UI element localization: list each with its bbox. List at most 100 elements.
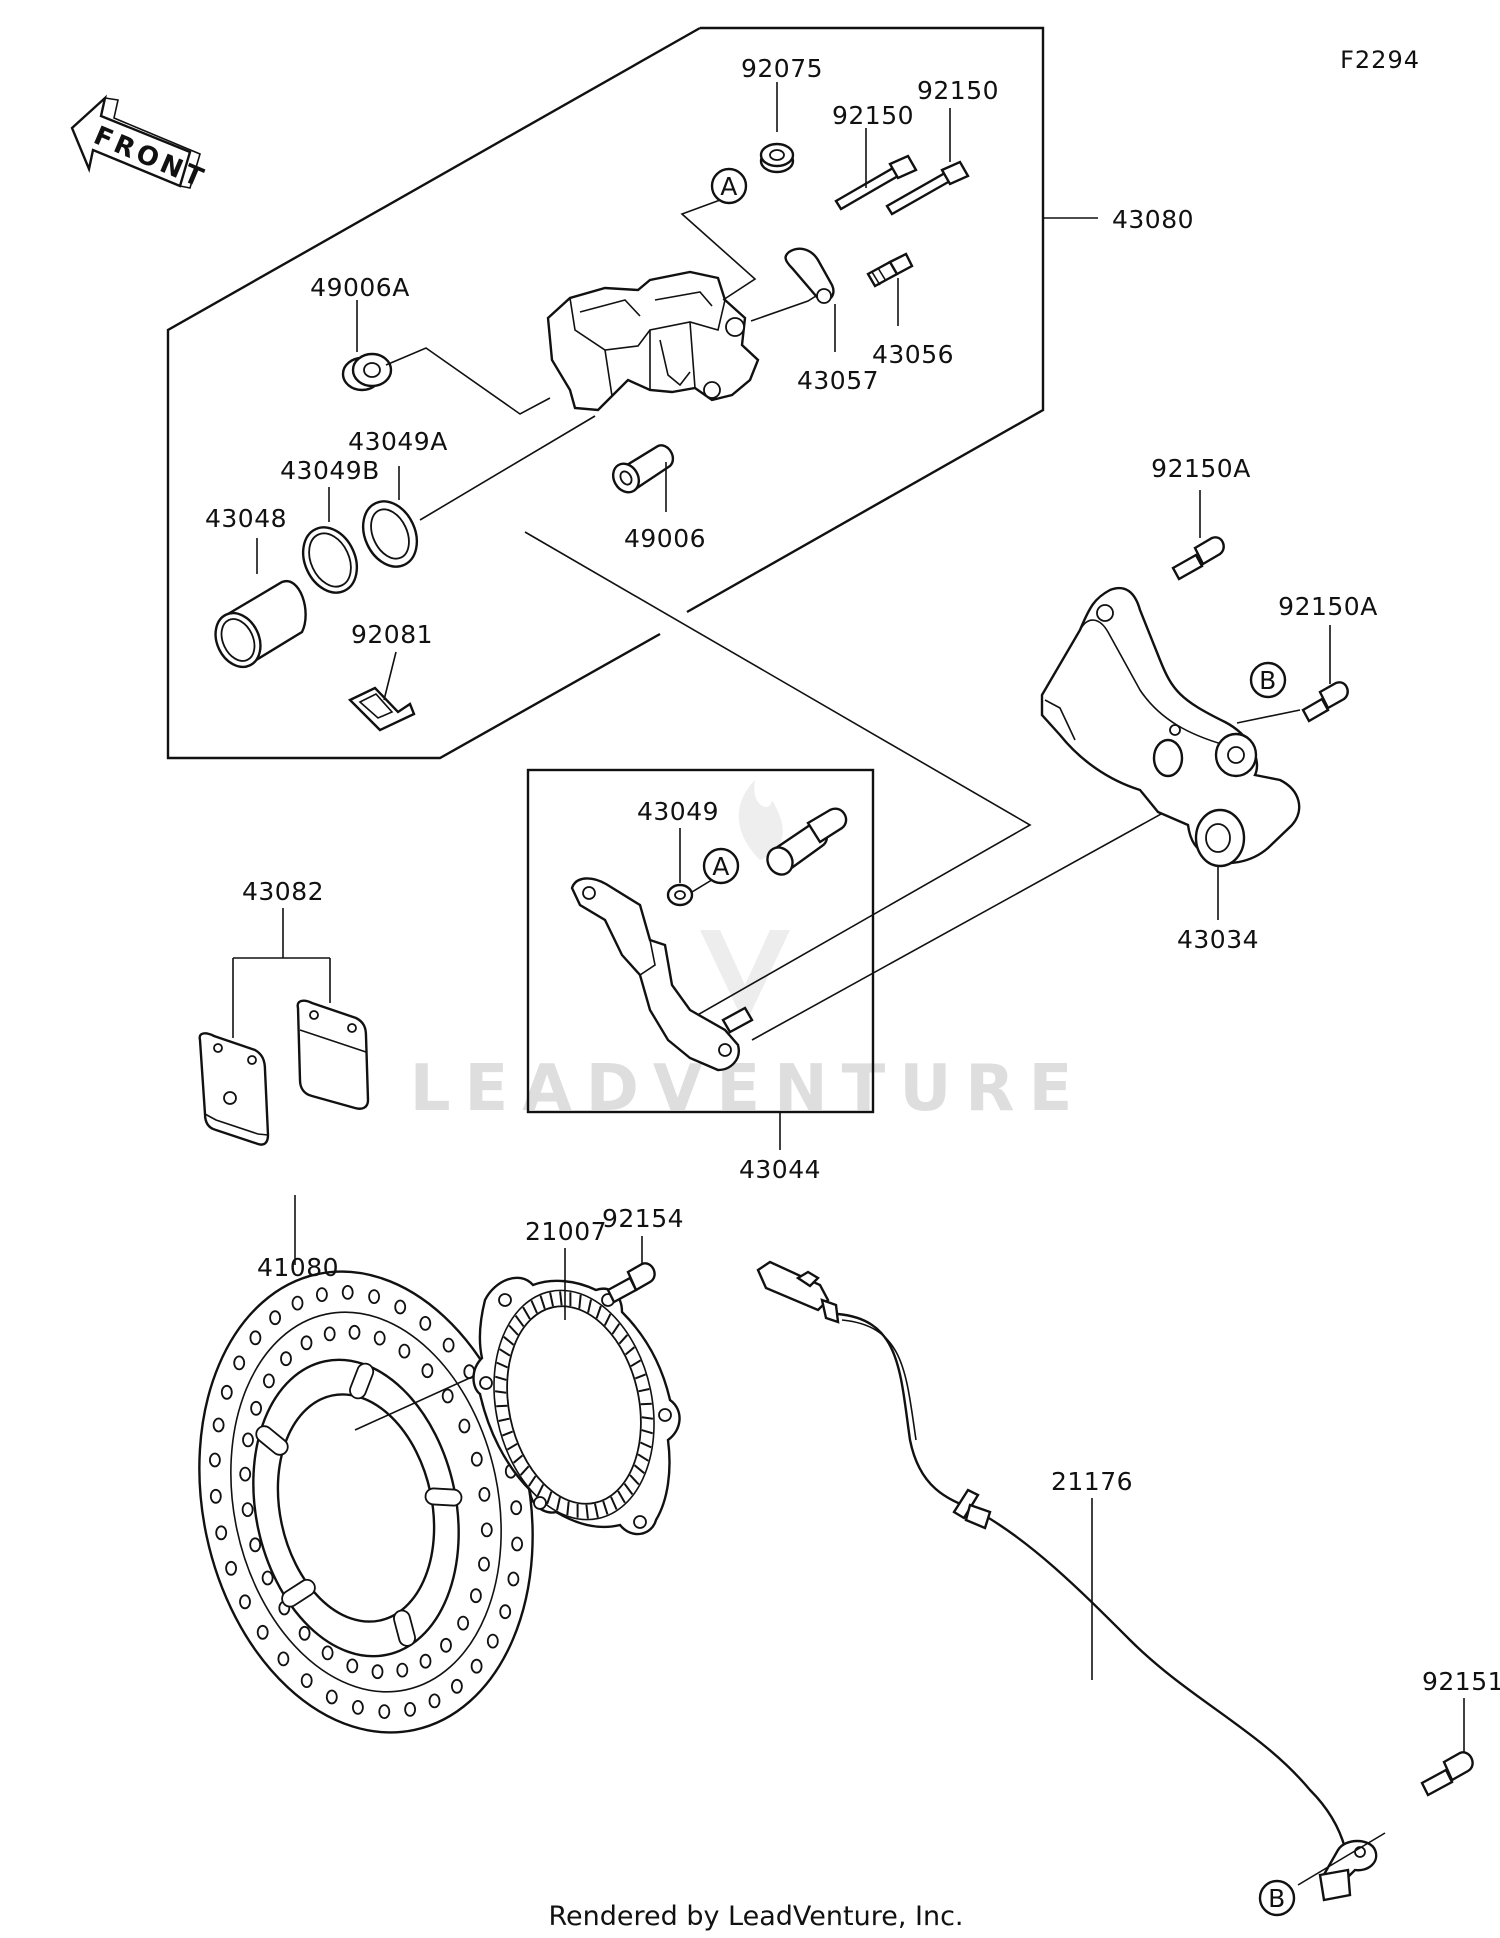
pin-92150-left <box>834 154 918 211</box>
disc-slots <box>255 1362 463 1647</box>
watermark-text: LEADVENTURE <box>410 1052 1087 1126</box>
sensor-ring-tooth <box>641 1416 654 1420</box>
disc-vent-hole <box>469 1588 482 1604</box>
disc-vent-hole <box>298 1625 311 1641</box>
disc-vent-hole <box>421 1363 434 1379</box>
disc-vent-hole <box>510 1500 523 1516</box>
disc-vent-hole <box>249 1330 262 1346</box>
sensor-ring-tooth <box>514 1315 525 1327</box>
sensor-ring-tooth <box>527 1475 537 1487</box>
sensor-ring-tooth <box>549 1292 554 1307</box>
disc-vent-hole <box>277 1651 290 1667</box>
diagram-code: F2294 <box>1340 46 1420 74</box>
label-92151: 92151 <box>1422 1667 1500 1696</box>
sensor-ring-tooth <box>629 1474 640 1486</box>
disc-vent-hole <box>249 1537 262 1553</box>
sensor-ring-tooth <box>494 1390 507 1394</box>
sensor-ring-tooth <box>638 1388 650 1393</box>
disc-vent-hole <box>371 1664 384 1680</box>
disc-vent-hole <box>348 1324 361 1340</box>
seal-43049A <box>361 500 419 568</box>
seal-43049B <box>301 526 359 594</box>
disc-vent-hole <box>457 1615 470 1631</box>
sensor-ring-teeth <box>494 1291 654 1519</box>
footer-credit: Rendered by LeadVenture, Inc. <box>548 1901 963 1932</box>
disc-vent-hole <box>478 1556 490 1572</box>
sensor-ring-tooth <box>624 1346 636 1356</box>
front-arrow-icon: FRONT <box>70 94 211 195</box>
label-92150A-top: 92150A <box>1151 454 1251 483</box>
sensor-ring-tooth <box>603 1313 612 1326</box>
sleeve-49006 <box>611 444 675 494</box>
watermark-v-icon <box>700 930 790 1025</box>
disc-vent-hole <box>261 1570 274 1586</box>
bolt-92150A-right <box>1301 681 1349 723</box>
sensor-ring-tooth <box>633 1464 645 1474</box>
sensor-ring-tooth <box>499 1348 511 1357</box>
sensor-ring-tooth <box>508 1324 519 1336</box>
part-labels: 92075 92150 92150 43080 49006A 43057 430… <box>205 54 1500 1696</box>
callout-a-caliper: A <box>710 167 748 205</box>
sensor-ring-tooth <box>623 1483 634 1495</box>
callout-a-bracket: A <box>702 847 740 885</box>
bolt-92154 <box>564 1236 656 1320</box>
disc-vent-hole <box>419 1316 432 1331</box>
disc-slot <box>255 1425 289 1456</box>
disc-slot <box>424 1487 463 1507</box>
front-label: FRONT <box>89 121 211 195</box>
label-21007: 21007 <box>525 1217 607 1246</box>
sensor-ring-tooth <box>610 1496 618 1510</box>
label-43048: 43048 <box>205 504 287 533</box>
bolt-92151 <box>1297 1698 1474 1886</box>
disc-vent-hole <box>315 1287 328 1302</box>
brake-pads-43082 <box>198 908 370 1146</box>
sensor-ring-tooth <box>559 1291 563 1306</box>
sensor-ring-tooth <box>587 1299 592 1313</box>
sensor-ring-tooth <box>536 1484 545 1497</box>
disc-vent-hole <box>215 1525 228 1541</box>
disc-vent-hole <box>470 1451 483 1467</box>
label-43049: 43049 <box>637 797 719 826</box>
sensor-ring-21007 <box>472 1276 681 1536</box>
label-43082: 43082 <box>242 877 324 906</box>
caliper-body <box>546 270 760 412</box>
label-43049A: 43049A <box>348 427 448 456</box>
sensor-ring-tooth <box>617 1490 626 1504</box>
disc-vent-hole <box>368 1289 381 1304</box>
disc-vent-hole <box>480 1522 493 1538</box>
disc-vent-hole <box>419 1653 432 1669</box>
label-49006: 49006 <box>624 524 706 553</box>
disc-vent-hole <box>341 1285 354 1300</box>
disc-vent-hole <box>209 1488 222 1504</box>
disc-vent-hole <box>225 1560 238 1576</box>
disc-vent-hole <box>346 1658 359 1674</box>
sensor-ring-tooth <box>585 1504 589 1519</box>
bleeder-link-43057 <box>784 247 835 304</box>
sensor-ring-tooth <box>522 1306 531 1320</box>
sensor-ring-tooth <box>594 1503 599 1518</box>
disc-vent-hole <box>325 1689 338 1705</box>
pin-92150-right <box>885 160 970 216</box>
disc-vent-hole <box>262 1373 275 1389</box>
disc-vent-hole <box>250 1400 263 1416</box>
disc-vent-hole <box>321 1645 334 1661</box>
disc-vent-holes <box>208 1285 523 1719</box>
label-49006A: 49006A <box>310 273 410 302</box>
sensor-ring-tooth <box>498 1417 510 1422</box>
watermark: LEADVENTURE <box>410 780 1087 1126</box>
disc-vent-hole <box>239 1594 251 1610</box>
disc-vent-hole <box>300 1673 313 1688</box>
disc-vent-hole <box>373 1330 386 1346</box>
disc-vent-hole <box>511 1536 523 1552</box>
sensor-ring-tooth <box>602 1500 609 1515</box>
sensor-ring-tooth <box>556 1497 561 1511</box>
callout-b-torque-arm-text: B <box>1259 666 1277 695</box>
callout-b-torque-arm: B <box>1249 661 1287 699</box>
disc-vent-hole <box>220 1384 233 1400</box>
watermark-flame-icon <box>738 780 783 860</box>
torque-arm-leader-lines <box>1199 490 1331 920</box>
disc-vent-hole <box>239 1466 252 1482</box>
label-43080: 43080 <box>1112 205 1194 234</box>
callout-a-bracket-text: A <box>712 852 730 881</box>
